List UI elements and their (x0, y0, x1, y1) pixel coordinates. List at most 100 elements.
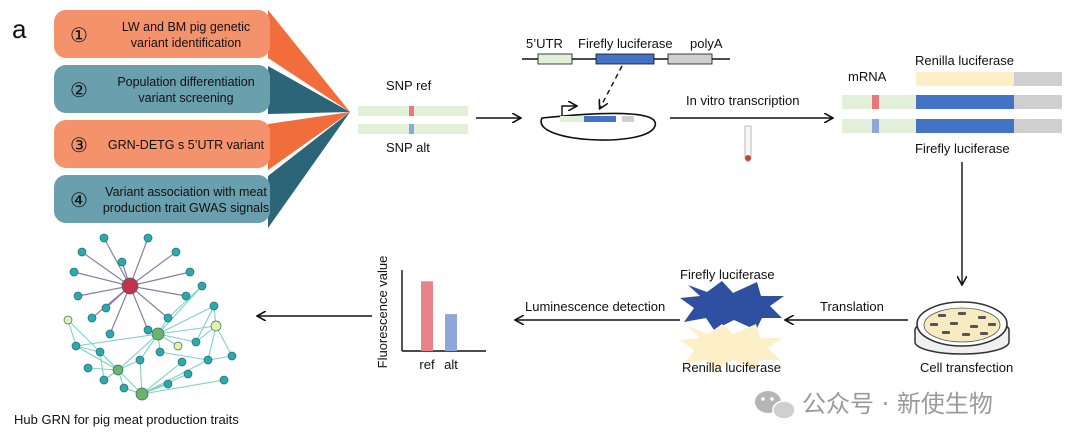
construct-insert-arrow (600, 65, 623, 108)
funnel-wedge-4 (268, 112, 350, 228)
network-edge (167, 285, 203, 319)
network-edge (75, 345, 119, 371)
network-node (163, 379, 173, 389)
watermark: 公众号 · 新使生物 (755, 390, 993, 420)
firefly-burst-label: Firefly luciferase (680, 267, 775, 282)
network-edge (99, 351, 105, 381)
construct-polya-box (667, 53, 713, 65)
network-node (177, 357, 187, 367)
step-text: GRN-DETG s 5’UTR variant (108, 138, 265, 152)
bar-ref (421, 281, 433, 351)
step-box (54, 120, 270, 168)
network-edge (157, 305, 215, 335)
network-node (99, 233, 109, 243)
network-node (135, 355, 145, 365)
network-node (183, 369, 193, 379)
network-node (209, 301, 219, 311)
tick-label-alt: alt (444, 357, 458, 372)
network-edge (157, 325, 217, 335)
step-box (54, 10, 270, 58)
network-node (171, 247, 181, 257)
network-edge (207, 325, 217, 361)
mrna-label: mRNA (848, 69, 887, 84)
step-text: Population differentiation (117, 75, 254, 89)
network-node (181, 291, 191, 301)
step-text: variant screening (138, 91, 233, 105)
mrna-alt-firefly (916, 119, 1014, 133)
network-edge (67, 319, 119, 371)
mrna-ref-polya (1014, 95, 1062, 109)
network-edge (129, 271, 191, 287)
renilla-burst-label: Renilla luciferase (682, 360, 781, 375)
watermark-text: 公众号 · 新使生物 (802, 390, 993, 418)
petri-dish-icon (914, 301, 1010, 355)
mrna-constructs: mRNA Renilla luciferase Firefly lucifera… (842, 53, 1062, 156)
chart-ylabel: Fluorescence value (375, 256, 390, 369)
network-node (155, 347, 165, 357)
mrna-ref-marker (872, 95, 879, 109)
construct-map: 5’UTR Firefly luciferase polyA (522, 36, 730, 108)
network-node (63, 315, 73, 325)
mrna-renilla-label: Renilla luciferase (915, 53, 1014, 68)
network-hub-node (121, 277, 139, 295)
gene-regulatory-network (63, 233, 237, 401)
network-node (163, 313, 173, 323)
network-edge (141, 359, 209, 395)
network-node (191, 337, 201, 347)
wechat-icon (755, 391, 796, 420)
network-edge (129, 251, 177, 287)
funnel-wedge-1 (268, 10, 350, 112)
step-number: ③ (70, 135, 88, 157)
step-text: variant identification (131, 36, 242, 50)
step-box (54, 65, 270, 113)
network-edge (109, 285, 131, 335)
step-number: ② (70, 80, 88, 102)
network-node (112, 364, 124, 376)
firefly-burst-icon (680, 281, 784, 330)
network-node (197, 281, 207, 291)
network-edge (129, 285, 187, 297)
network-edge (67, 319, 77, 347)
network-node (143, 233, 153, 243)
network-edge (141, 361, 183, 395)
network-node (185, 267, 195, 277)
network-edge (215, 325, 233, 357)
network-node (151, 327, 165, 341)
network-node (135, 387, 149, 401)
funnel-wedge-3 (268, 112, 350, 170)
network-node (173, 341, 183, 351)
network-edge (157, 285, 203, 335)
renilla-bar (916, 72, 1014, 86)
mrna-ref-firefly (916, 95, 1014, 109)
plasmid-firefly (584, 116, 616, 122)
snp-bars: SNP ref SNP alt (358, 78, 468, 155)
network-node (99, 375, 109, 385)
snp-alt-marker (409, 124, 414, 134)
tick-label-ref: ref (419, 357, 435, 372)
network-node (143, 325, 153, 335)
network-node (77, 247, 87, 257)
snp-ref-label: SNP ref (386, 78, 432, 93)
network-edge (159, 351, 209, 361)
mrna-alt-polya (1014, 119, 1062, 133)
step-2: ② Population differentiation variant scree… (54, 65, 270, 113)
step-number: ① (70, 25, 88, 47)
construct-firefly-label: Firefly luciferase (578, 36, 673, 51)
network-edge (195, 305, 215, 343)
step-text: Variant association with meat (105, 185, 267, 199)
network-node (73, 291, 83, 301)
renilla-burst-icon (680, 324, 782, 372)
plasmid (540, 106, 657, 141)
network-node (227, 351, 237, 361)
network-node (69, 267, 79, 277)
network-node (219, 375, 229, 385)
network-edge (73, 271, 131, 287)
snp-alt-label: SNP alt (386, 140, 430, 155)
construct-utr-box (537, 53, 573, 65)
plasmid-utr (560, 116, 584, 122)
